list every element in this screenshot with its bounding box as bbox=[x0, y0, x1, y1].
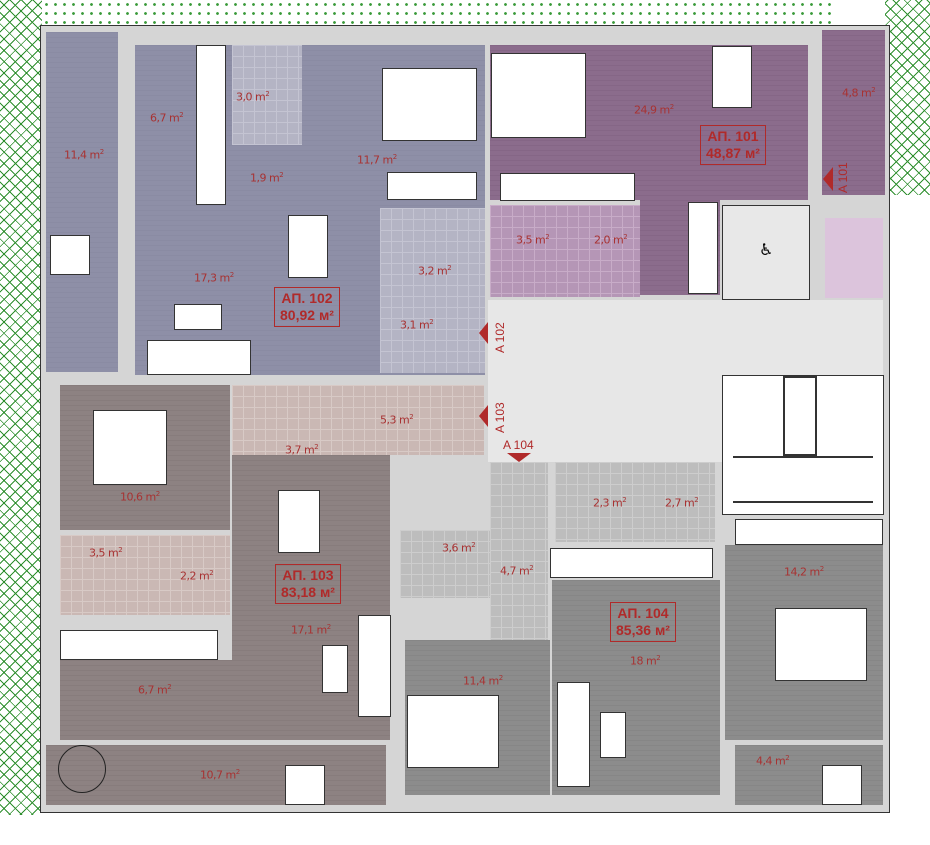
garden-left bbox=[0, 0, 42, 815]
room-area: 6,7 m2 bbox=[138, 683, 172, 697]
table-balcony-104 bbox=[822, 765, 862, 805]
apt104-bathroom bbox=[400, 530, 490, 598]
coffee-table-103 bbox=[322, 645, 348, 693]
entrance-arrow-icon bbox=[479, 405, 488, 427]
hanging-chair-icon bbox=[58, 745, 106, 793]
room-area: 10,6 m2 bbox=[120, 490, 160, 504]
table-balcony-103 bbox=[285, 765, 325, 805]
sofa-104 bbox=[557, 682, 590, 787]
room-area: 2,7 m2 bbox=[665, 496, 699, 510]
table-balcony-102 bbox=[50, 235, 90, 275]
room-area: 18 m2 bbox=[630, 654, 661, 668]
room-area: 3,5 m2 bbox=[89, 546, 123, 560]
room-area: 10,7 m2 bbox=[200, 768, 240, 782]
garden-top bbox=[42, 0, 832, 26]
kitchen-counter-102 bbox=[196, 45, 226, 205]
apartment-number: АП. 103 bbox=[282, 567, 334, 583]
apartment-area: 80,92 м² bbox=[280, 307, 334, 323]
room-area: 11,7 m2 bbox=[357, 153, 397, 167]
coffee-table-102 bbox=[174, 304, 222, 330]
room-area: 5,3 m2 bbox=[380, 413, 414, 427]
apt102-bathroom bbox=[232, 45, 302, 145]
apt104-hall bbox=[490, 462, 548, 640]
apt103-hall bbox=[232, 385, 484, 455]
wardrobe-102 bbox=[387, 172, 477, 200]
entrance-104-label: A 104 bbox=[503, 438, 534, 452]
room-area: 17,3 m2 bbox=[194, 271, 234, 285]
room-area: 17,1 m2 bbox=[291, 623, 331, 637]
entrance-103-label: A 103 bbox=[493, 402, 507, 433]
apartment-number: АП. 102 bbox=[281, 290, 333, 306]
room-area: 11,4 m2 bbox=[463, 674, 503, 688]
dining-table-102 bbox=[288, 215, 328, 278]
wardrobe-101 bbox=[500, 173, 635, 201]
room-area: 2,3 m2 bbox=[593, 496, 627, 510]
bed-104-2 bbox=[775, 608, 867, 681]
bed-102 bbox=[382, 68, 477, 141]
room-area: 14,2 m2 bbox=[784, 565, 824, 579]
entrance-arrow-icon bbox=[823, 167, 833, 191]
wardrobe-104 bbox=[735, 519, 883, 545]
apt103-bathroom bbox=[60, 535, 230, 615]
dining-table-103 bbox=[278, 490, 320, 553]
room-area: 3,5 m2 bbox=[516, 233, 550, 247]
room-area: 6,7 m2 bbox=[150, 111, 184, 125]
coffee-table-104 bbox=[600, 712, 626, 758]
entrance-101-label: A 101 bbox=[836, 162, 850, 193]
room-area: 1,9 m2 bbox=[250, 171, 284, 185]
room-area: 3,1 m2 bbox=[400, 318, 434, 332]
kitchen-counter-101 bbox=[688, 202, 718, 294]
staircase bbox=[722, 375, 884, 515]
apartment-area: 83,18 м² bbox=[281, 584, 335, 600]
room-area: 4,4 m2 bbox=[756, 754, 790, 768]
apt102-wc bbox=[380, 208, 485, 373]
accessibility-icon: ♿ bbox=[759, 240, 774, 259]
apartment-area: 85,36 м² bbox=[616, 622, 670, 638]
apartment-area: 48,87 м² bbox=[706, 145, 760, 161]
elevator: ♿ bbox=[722, 205, 810, 300]
room-area: 4,7 m2 bbox=[500, 564, 534, 578]
apt103-kitchen bbox=[60, 660, 232, 740]
apartment-number: АП. 101 bbox=[707, 128, 759, 144]
sofa-102 bbox=[147, 340, 251, 375]
entrance-102-label: A 102 bbox=[493, 322, 507, 353]
sofa-bed-101 bbox=[491, 53, 586, 138]
entrance-arrow-icon bbox=[479, 322, 488, 344]
garden-right bbox=[885, 0, 930, 195]
room-area: 3,2 m2 bbox=[418, 264, 452, 278]
room-area: 24,9 m2 bbox=[634, 103, 674, 117]
room-area: 11,4 m2 bbox=[64, 148, 104, 162]
room-area: 3,6 m2 bbox=[442, 541, 476, 555]
kitchen-counter-103 bbox=[60, 630, 218, 660]
sofa-103 bbox=[358, 615, 391, 717]
bed-104-1 bbox=[407, 695, 499, 768]
room-area: 2,2 m2 bbox=[180, 569, 214, 583]
room-area: 2,0 m2 bbox=[594, 233, 628, 247]
apt104-utility bbox=[555, 462, 715, 542]
landing-lilac bbox=[825, 218, 883, 298]
entrance-arrow-icon bbox=[507, 453, 531, 462]
bed-103 bbox=[93, 410, 167, 485]
dining-table-101 bbox=[712, 46, 752, 108]
apartment-number: АП. 104 bbox=[617, 605, 669, 621]
room-area: 3,0 m2 bbox=[236, 90, 270, 104]
apt101-bathroom bbox=[490, 205, 640, 297]
kitchen-counter-104 bbox=[550, 548, 713, 578]
room-area: 4,8 m2 bbox=[842, 86, 876, 100]
room-area: 3,7 m2 bbox=[285, 443, 319, 457]
apt102-balcony bbox=[46, 32, 118, 372]
